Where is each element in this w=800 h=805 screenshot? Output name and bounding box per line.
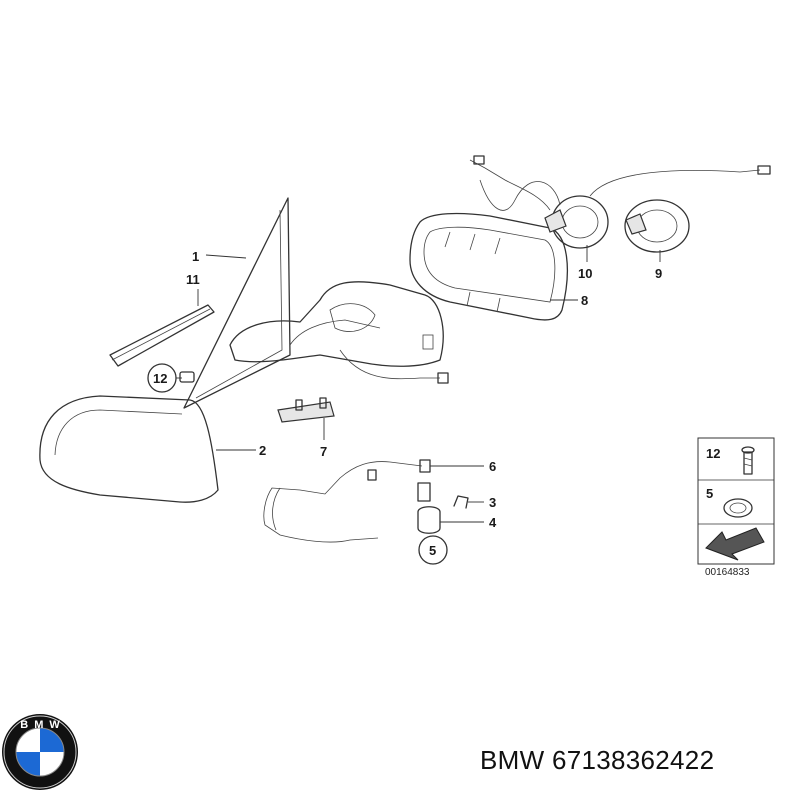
callout-10: 10: [578, 266, 592, 281]
callout-5-ring: [418, 535, 448, 565]
callout-7: 7: [320, 444, 327, 459]
bmw-logo-text: BMW: [20, 719, 66, 731]
mirror-frame-part: [409, 212, 568, 321]
callout-8: 8: [581, 293, 588, 308]
legend-box: 12 5: [697, 437, 775, 565]
callout-6: 6: [489, 459, 496, 474]
screw-icon: [741, 446, 755, 475]
part-number-caption: BMW 67138362422: [480, 745, 715, 775]
callout-11: 11: [186, 272, 200, 287]
ring-icon: [723, 498, 753, 518]
legend-item-5: 5: [706, 486, 713, 501]
connector-part: [417, 482, 441, 534]
callout-5: 5: [429, 543, 436, 558]
callout-12: 12: [153, 371, 167, 386]
small-clip-part: [453, 495, 469, 509]
motor-unit-part: [624, 199, 690, 253]
mirror-housing-part: [229, 281, 449, 384]
callout-3: 3: [489, 495, 496, 510]
callout-9: 9: [655, 266, 662, 281]
callout-12-ring: [147, 363, 177, 393]
legend-item-12: 12: [706, 446, 720, 461]
wiring-harness-part: [263, 459, 431, 543]
arrow-icon: [705, 527, 765, 561]
screw-part: [179, 371, 195, 383]
bmw-logo: BMW: [2, 714, 78, 790]
mirror-cover-part: [39, 395, 219, 503]
diagram-id: 00164833: [705, 567, 750, 578]
clip-part: [277, 397, 335, 423]
callout-1: 1: [192, 249, 199, 264]
bracket-strip-part: [109, 304, 215, 367]
motor-with-cable-part: [469, 155, 771, 249]
leader-lines: [176, 245, 661, 523]
callout-2: 2: [259, 443, 266, 458]
callout-4: 4: [489, 515, 497, 530]
mirror-glass-part: [183, 197, 291, 409]
